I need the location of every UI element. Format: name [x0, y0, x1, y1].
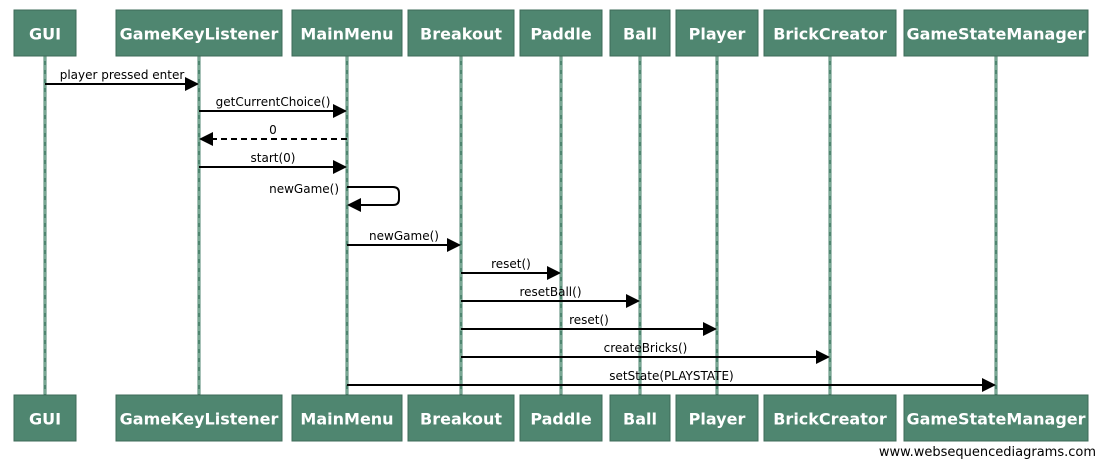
message-label: reset(): [569, 313, 609, 327]
participant-box: [519, 394, 603, 442]
participant-box: [675, 9, 759, 57]
participant-label: Player: [689, 410, 746, 429]
participant-box: [609, 394, 671, 442]
participant-breakout-bottom: Breakout: [407, 394, 515, 442]
messages: player pressed enter getCurrentChoice() 0 s…: [45, 68, 996, 392]
arrow-head: [199, 132, 213, 146]
participant-box: [519, 9, 603, 57]
participant-label: GUI: [29, 410, 61, 429]
participant-box: [13, 9, 77, 57]
message-11: setState(PLAYSTATE): [347, 369, 996, 392]
participant-label: GameKeyListener: [120, 25, 279, 44]
message-6: newGame(): [347, 229, 461, 252]
watermark: www.websequencediagrams.com: [878, 445, 1096, 460]
participant-ball-bottom: Ball: [609, 394, 671, 442]
arrow-head: [333, 160, 347, 174]
arrow-head: [816, 350, 830, 364]
arrow-head: [333, 104, 347, 118]
participant-brickcreator-top: BrickCreator: [763, 9, 897, 57]
participant-label: Ball: [623, 410, 657, 429]
message-2: getCurrentChoice(): [199, 95, 347, 118]
message-9: reset(): [461, 313, 717, 336]
participant-label: Ball: [623, 25, 657, 44]
message-1: player pressed enter: [45, 68, 199, 91]
participant-box: [291, 394, 403, 442]
participants: GUIGUIGameKeyListenerGameKeyListenerMain…: [13, 9, 1089, 442]
message-line: [347, 186, 400, 206]
message-label: createBricks(): [604, 341, 688, 355]
participant-label: GUI: [29, 25, 61, 44]
participant-player-top: Player: [675, 9, 759, 57]
message-label: player pressed enter: [60, 68, 185, 82]
participant-box: [13, 394, 77, 442]
participant-brickcreator-bottom: BrickCreator: [763, 394, 897, 442]
message-5: newGame(): [269, 182, 400, 212]
participant-box: [291, 9, 403, 57]
message-4: start(0): [199, 151, 347, 174]
participant-label: MainMenu: [300, 25, 393, 44]
participant-gamekeylistener-top: GameKeyListener: [115, 9, 283, 57]
participant-box: [903, 394, 1089, 442]
message-label: 0: [269, 123, 277, 137]
participant-label: Paddle: [530, 410, 591, 429]
participant-box: [407, 394, 515, 442]
participant-label: Breakout: [420, 25, 502, 44]
participant-label: GameStateManager: [906, 25, 1085, 44]
participant-box: [763, 9, 897, 57]
participant-box: [609, 9, 671, 57]
participant-label: BrickCreator: [773, 25, 887, 44]
message-label: getCurrentChoice(): [216, 95, 331, 109]
participant-box: [903, 9, 1089, 57]
participant-gui-top: GUI: [13, 9, 77, 57]
participant-box: [675, 394, 759, 442]
participant-label: Paddle: [530, 25, 591, 44]
participant-gui-bottom: GUI: [13, 394, 77, 442]
message-10: createBricks(): [461, 341, 830, 364]
participant-label: GameStateManager: [906, 410, 1085, 429]
participant-box: [407, 9, 515, 57]
participant-paddle-bottom: Paddle: [519, 394, 603, 442]
message-label: resetBall(): [519, 285, 581, 299]
participant-box: [115, 394, 283, 442]
arrow-head: [982, 378, 996, 392]
arrow-head: [703, 322, 717, 336]
message-7: reset(): [461, 257, 561, 280]
arrow-head: [185, 77, 199, 91]
lifelines: [43, 56, 998, 395]
message-label: reset(): [491, 257, 531, 271]
message-label: newGame(): [369, 229, 439, 243]
participant-label: Player: [689, 25, 746, 44]
participant-gamestatemanager-bottom: GameStateManager: [903, 394, 1089, 442]
participant-mainmenu-top: MainMenu: [291, 9, 403, 57]
participant-gamekeylistener-bottom: GameKeyListener: [115, 394, 283, 442]
participant-box: [763, 394, 897, 442]
participant-label: MainMenu: [300, 410, 393, 429]
participant-box: [115, 9, 283, 57]
participant-label: Breakout: [420, 410, 502, 429]
participant-gamestatemanager-top: GameStateManager: [903, 9, 1089, 57]
arrow-head: [547, 266, 561, 280]
participant-ball-top: Ball: [609, 9, 671, 57]
participant-breakout-top: Breakout: [407, 9, 515, 57]
message-label: newGame(): [269, 182, 339, 196]
participant-paddle-top: Paddle: [519, 9, 603, 57]
participant-label: BrickCreator: [773, 410, 887, 429]
participant-label: GameKeyListener: [120, 410, 279, 429]
participant-player-bottom: Player: [675, 394, 759, 442]
arrow-head: [447, 238, 461, 252]
arrow-head: [347, 198, 361, 212]
message-3: 0: [199, 123, 347, 146]
message-8: resetBall(): [461, 285, 640, 308]
arrow-head: [626, 294, 640, 308]
participant-mainmenu-bottom: MainMenu: [291, 394, 403, 442]
message-label: start(0): [251, 151, 296, 165]
message-label: setState(PLAYSTATE): [609, 369, 733, 383]
